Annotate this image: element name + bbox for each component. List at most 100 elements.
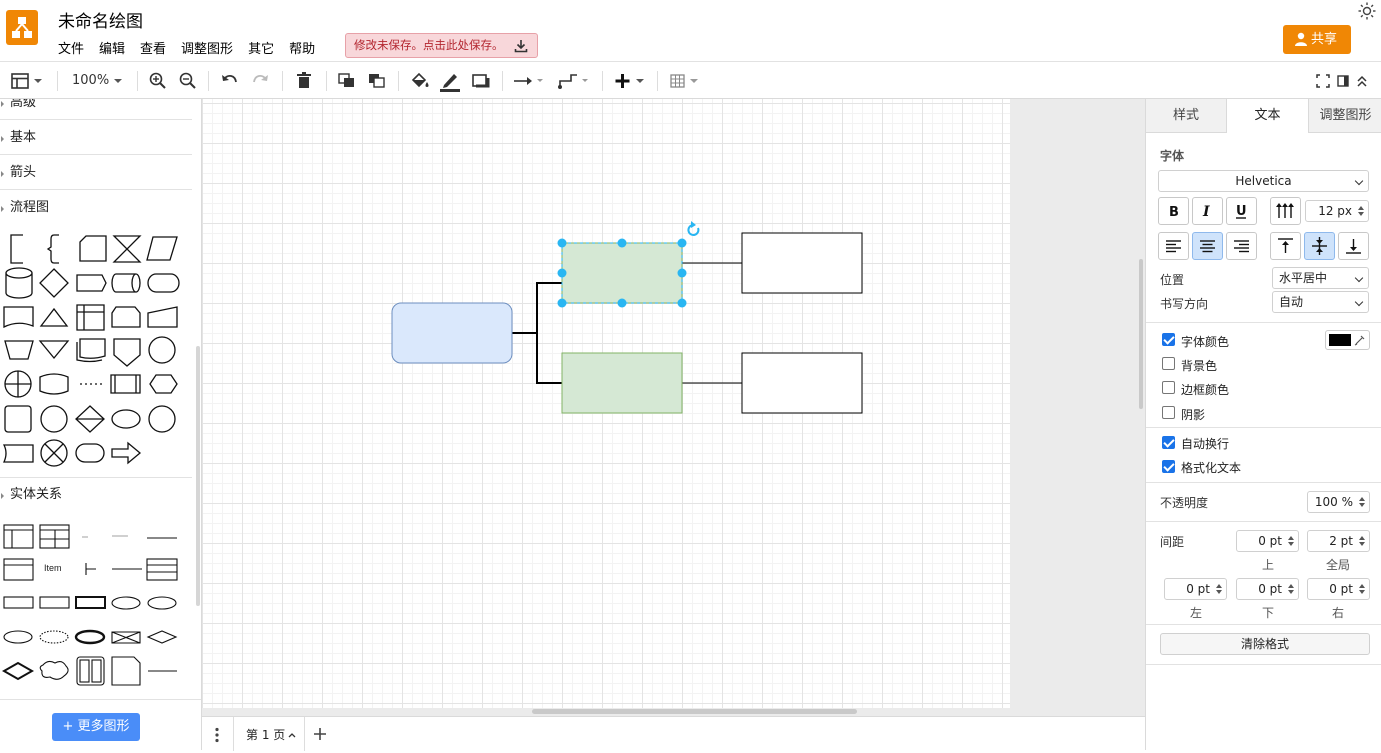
bold-button[interactable]: B bbox=[1158, 197, 1189, 225]
tab-style[interactable]: 样式 bbox=[1146, 99, 1227, 133]
rotate-handle-icon[interactable] bbox=[687, 221, 700, 236]
insert-plus-icon[interactable] bbox=[613, 70, 647, 92]
panel-toggle-icon[interactable] bbox=[1336, 70, 1350, 92]
section-advanced[interactable]: 高级 bbox=[0, 99, 192, 120]
resize-handles[interactable] bbox=[557, 238, 687, 308]
position-select[interactable]: 水平居中 bbox=[1272, 267, 1369, 289]
share-label: 共享 bbox=[1311, 32, 1338, 47]
leaf-node-top[interactable] bbox=[741, 232, 863, 294]
background-color-checkbox[interactable] bbox=[1162, 357, 1175, 370]
delete-icon[interactable] bbox=[294, 70, 314, 92]
underline-button[interactable]: U bbox=[1226, 197, 1257, 225]
format-panel-toggle-icon[interactable] bbox=[10, 70, 44, 92]
sun-icon[interactable] bbox=[1358, 2, 1376, 20]
align-top-button[interactable] bbox=[1270, 232, 1301, 260]
collapse-chevrons-icon[interactable] bbox=[1355, 70, 1369, 92]
share-button[interactable]: 共享 bbox=[1283, 25, 1351, 54]
line-color-icon[interactable] bbox=[439, 70, 461, 92]
menu-help[interactable]: 帮助 bbox=[289, 42, 316, 57]
align-center-icon bbox=[1200, 240, 1215, 253]
waypoints-icon[interactable] bbox=[557, 70, 591, 92]
vertical-scrollbar[interactable] bbox=[1139, 259, 1143, 409]
section-entity-relation[interactable]: 实体关系 bbox=[0, 477, 192, 511]
spacing-right-label: 右 bbox=[1332, 606, 1345, 620]
section-general[interactable]: 基本 bbox=[0, 121, 192, 155]
formatted-text-checkbox[interactable] bbox=[1162, 460, 1175, 473]
spacing-global-value: 2 pt bbox=[1329, 534, 1353, 548]
tab-text[interactable]: 文本 bbox=[1227, 99, 1308, 133]
direction-label: 书写方向 bbox=[1160, 297, 1209, 311]
sidebar-scrollbar[interactable] bbox=[196, 346, 200, 606]
font-color-swatch[interactable] bbox=[1325, 330, 1370, 350]
more-shapes-button[interactable]: + 更多图形 bbox=[52, 713, 140, 741]
align-bottom-button[interactable] bbox=[1338, 232, 1369, 260]
font-family-select[interactable]: Helvetica bbox=[1158, 170, 1369, 192]
spacing-top-input[interactable]: 0 pt bbox=[1236, 530, 1299, 552]
page-tab-label: 第 1 页 bbox=[246, 728, 286, 742]
spacing-bottom-value: 0 pt bbox=[1258, 582, 1282, 596]
undo-icon[interactable] bbox=[220, 70, 240, 92]
chevron-down-icon[interactable] bbox=[112, 70, 124, 92]
menu-file[interactable]: 文件 bbox=[58, 42, 85, 57]
spacing-bottom-input[interactable]: 0 pt bbox=[1236, 578, 1299, 600]
to-front-icon[interactable] bbox=[337, 70, 357, 92]
menu-extras[interactable]: 其它 bbox=[248, 42, 275, 57]
opacity-input[interactable]: 100 % bbox=[1307, 491, 1370, 513]
align-center-button[interactable] bbox=[1192, 232, 1223, 260]
fullscreen-icon[interactable] bbox=[1315, 70, 1331, 92]
diagram-title[interactable]: 未命名绘图 bbox=[58, 12, 143, 32]
table-icon[interactable] bbox=[668, 70, 702, 92]
font-color-checkbox[interactable] bbox=[1162, 333, 1175, 346]
er-shapes-grid[interactable]: Item bbox=[0, 519, 192, 689]
text-shadow-checkbox[interactable] bbox=[1162, 406, 1175, 419]
zoom-select[interactable]: 100% bbox=[72, 73, 110, 88]
connection-arrow-icon[interactable] bbox=[512, 70, 546, 92]
spacing-right-input[interactable]: 0 pt bbox=[1307, 578, 1370, 600]
diagram[interactable] bbox=[202, 99, 1145, 716]
page-menu-icon[interactable] bbox=[214, 727, 220, 743]
branch-node-top[interactable] bbox=[561, 242, 683, 304]
drawing-canvas[interactable] bbox=[202, 99, 1145, 716]
spacing-left-input[interactable]: 0 pt bbox=[1164, 578, 1227, 600]
menu-edit[interactable]: 编辑 bbox=[99, 42, 126, 57]
branch-node-bottom[interactable] bbox=[561, 352, 683, 414]
direction-value: 自动 bbox=[1279, 295, 1304, 309]
svg-text:B: B bbox=[1169, 205, 1179, 220]
leaf-node-bottom[interactable] bbox=[741, 352, 863, 414]
tab-arrange[interactable]: 调整图形 bbox=[1308, 99, 1381, 133]
format-panel: 样式 文本 调整图形 字体 Helvetica B I U 12 px bbox=[1145, 99, 1381, 750]
spacing-global-label: 全局 bbox=[1326, 558, 1351, 572]
to-back-icon[interactable] bbox=[367, 70, 387, 92]
page-tabs-bar: 第 1 页 bbox=[202, 716, 1145, 751]
fill-color-icon[interactable] bbox=[409, 70, 431, 92]
section-flowchart[interactable]: 流程图 bbox=[0, 191, 192, 225]
font-size-input[interactable]: 12 px bbox=[1305, 200, 1369, 222]
menu-view[interactable]: 查看 bbox=[140, 42, 167, 57]
align-middle-icon bbox=[1312, 237, 1327, 255]
direction-select[interactable]: 自动 bbox=[1272, 291, 1369, 313]
spacing-bottom-label: 下 bbox=[1262, 606, 1275, 620]
tab-page-1[interactable]: 第 1 页 bbox=[233, 717, 305, 751]
word-wrap-checkbox[interactable] bbox=[1162, 436, 1175, 449]
toolbar: 100% bbox=[0, 61, 1381, 99]
clear-format-button[interactable]: 清除格式 bbox=[1160, 633, 1370, 655]
unsaved-changes-button[interactable]: 修改未保存。点击此处保存。 bbox=[345, 33, 538, 58]
border-color-checkbox[interactable] bbox=[1162, 381, 1175, 394]
menu-arrange[interactable]: 调整图形 bbox=[181, 42, 234, 57]
align-middle-button[interactable] bbox=[1304, 232, 1335, 260]
italic-button[interactable]: I bbox=[1192, 197, 1223, 225]
redo-icon[interactable] bbox=[250, 70, 270, 92]
align-right-button[interactable] bbox=[1226, 232, 1257, 260]
vertical-text-button[interactable] bbox=[1270, 197, 1301, 225]
horizontal-scrollbar[interactable] bbox=[532, 709, 857, 714]
zoom-in-icon[interactable] bbox=[148, 70, 168, 92]
section-arrows[interactable]: 箭头 bbox=[0, 156, 192, 190]
flowchart-shapes-grid[interactable] bbox=[0, 229, 192, 469]
shadow-icon[interactable] bbox=[470, 70, 492, 92]
spacing-global-input[interactable]: 2 pt bbox=[1307, 530, 1370, 552]
align-left-button[interactable] bbox=[1158, 232, 1189, 260]
app-logo-icon[interactable] bbox=[6, 10, 38, 45]
zoom-out-icon[interactable] bbox=[178, 70, 198, 92]
add-page-icon[interactable] bbox=[313, 727, 327, 741]
root-node[interactable] bbox=[391, 302, 513, 364]
